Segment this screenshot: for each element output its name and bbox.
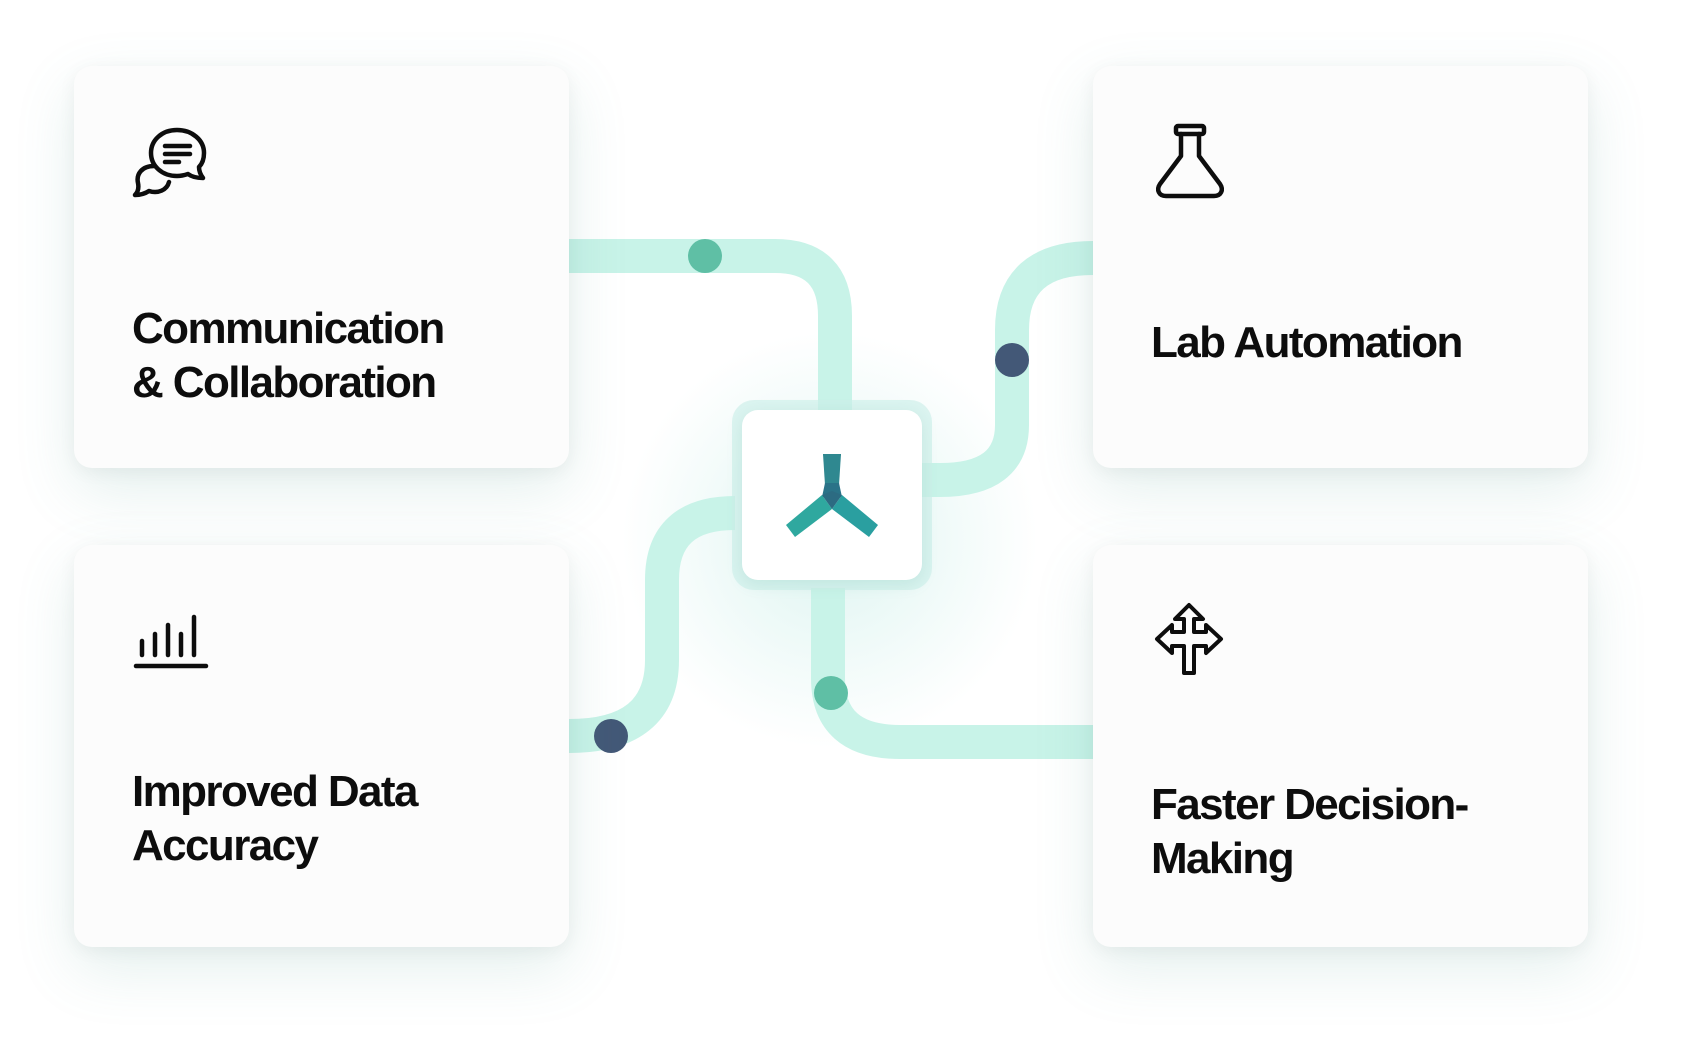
- card-title-line-1: Lab Automation: [1151, 318, 1463, 367]
- connector-bottom-left: [568, 496, 736, 753]
- card-title-line-2: Making: [1151, 834, 1295, 883]
- split-arrows-icon: [1151, 601, 1231, 681]
- card-communication-collaboration: Communication & Collaboration: [74, 66, 569, 468]
- card-title-line-1: Faster Decision-: [1151, 780, 1469, 829]
- connector-dot-bottom-left: [594, 719, 628, 753]
- connector-top-right: [920, 241, 1094, 497]
- card-title-line-2: Accuracy: [132, 821, 319, 870]
- card-title-faster-decision-making: Faster Decision- Making: [1151, 778, 1571, 886]
- connector-dot-top-left: [688, 239, 722, 273]
- card-improved-data-accuracy: Improved Data Accuracy: [74, 545, 569, 947]
- tri-branch-logo-icon: [782, 447, 882, 543]
- central-hub-tile: [742, 410, 922, 580]
- card-faster-decision-making: Faster Decision- Making: [1093, 545, 1588, 947]
- bar-chart-icon: [132, 601, 212, 681]
- card-title-line-1: Communication: [132, 304, 445, 353]
- card-title-improved-data-accuracy: Improved Data Accuracy: [132, 765, 552, 873]
- card-title-line-1: Improved Data: [132, 767, 418, 816]
- chat-bubbles-icon: [132, 122, 212, 202]
- connector-bottom-right: [811, 588, 1093, 759]
- connector-top-left: [569, 239, 852, 420]
- lab-flask-icon: [1151, 122, 1231, 202]
- card-lab-automation: Lab Automation: [1093, 66, 1588, 468]
- card-title-communication-collaboration: Communication & Collaboration: [132, 302, 552, 410]
- connector-dot-top-right: [995, 343, 1029, 377]
- connector-dot-bottom-right: [814, 676, 848, 710]
- central-hub: [732, 400, 932, 590]
- card-title-lab-automation: Lab Automation: [1151, 316, 1571, 370]
- card-title-line-2: & Collaboration: [132, 358, 437, 407]
